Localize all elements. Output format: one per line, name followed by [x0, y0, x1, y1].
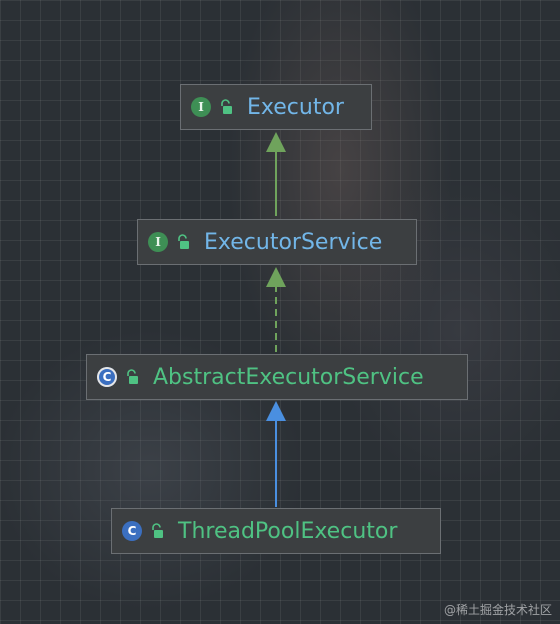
interface-icon: I [148, 232, 168, 252]
public-lock-icon [127, 369, 138, 384]
public-lock-icon [152, 523, 163, 538]
class-node-threadpoolexecutor[interactable]: C ThreadPoolExecutor [111, 508, 441, 554]
class-node-executor[interactable]: I Executor [180, 84, 372, 130]
class-icon: C [122, 521, 142, 541]
public-lock-icon [221, 99, 232, 114]
abstract-class-icon: C [97, 367, 117, 387]
node-label: AbstractExecutorService [153, 364, 424, 390]
node-label: ThreadPoolExecutor [178, 518, 398, 544]
arrowhead-executor [266, 132, 286, 152]
class-node-abstractexecutorservice[interactable]: C AbstractExecutorService [86, 354, 468, 400]
class-node-executorservice[interactable]: I ExecutorService [137, 219, 417, 265]
node-label: ExecutorService [204, 229, 383, 255]
arrowhead-executorservice [266, 267, 286, 287]
interface-icon: I [191, 97, 211, 117]
watermark: @稀土掘金技术社区 [443, 603, 552, 617]
node-label: Executor [247, 94, 344, 120]
arrowhead-abstractexecutorservice [266, 401, 286, 421]
public-lock-icon [178, 234, 189, 249]
